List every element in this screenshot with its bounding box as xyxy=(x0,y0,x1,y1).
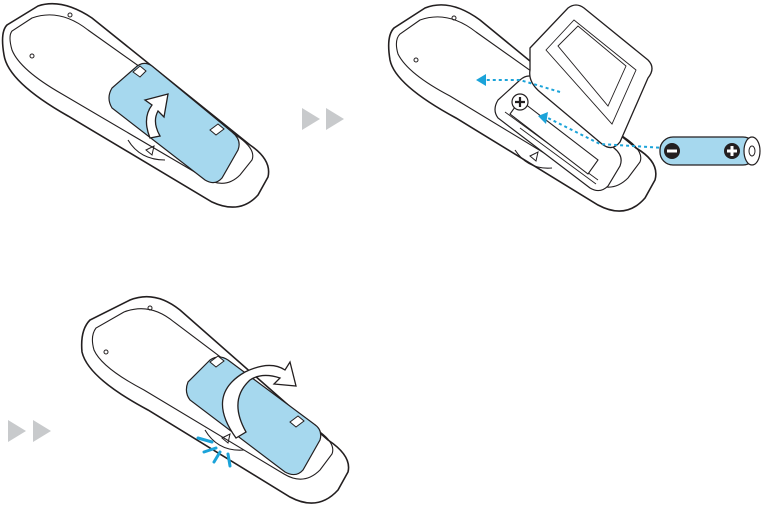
aa-battery xyxy=(660,137,760,165)
step-2-insert-battery xyxy=(389,5,760,211)
step-3-close-cover xyxy=(82,297,349,503)
step-1-open-cover xyxy=(3,4,269,207)
remote-control-3 xyxy=(82,297,349,503)
next-step-arrow-1 xyxy=(302,108,344,130)
battery-end-cap xyxy=(744,137,760,165)
remote-control-1 xyxy=(3,4,269,207)
next-step-arrow-2 xyxy=(8,420,51,442)
remote-control-2 xyxy=(389,5,665,211)
